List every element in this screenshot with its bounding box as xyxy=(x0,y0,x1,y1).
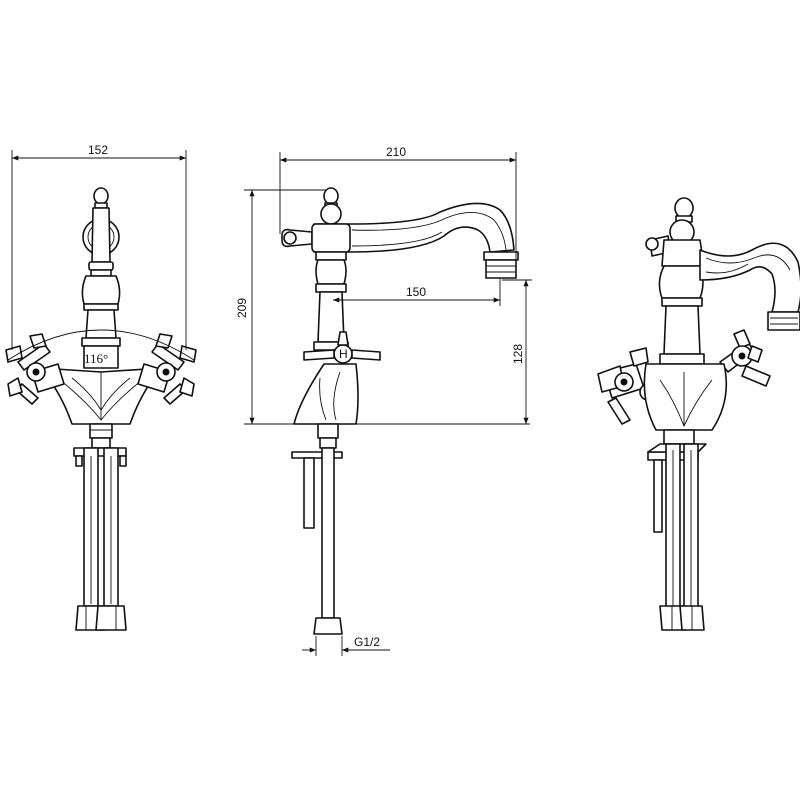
dimension-thread: G1/2 xyxy=(354,635,380,649)
dimension-side-height: 209 xyxy=(235,298,249,318)
dimension-spout-reach: 150 xyxy=(406,285,426,299)
dimension-side-reach: 210 xyxy=(386,145,406,159)
dimension-front-width: 152 xyxy=(88,143,108,157)
svg-text:H: H xyxy=(339,347,348,361)
perspective-view xyxy=(597,197,800,631)
dimension-spout-height: 128 xyxy=(511,344,525,364)
side-view: H 210 209 150 128 xyxy=(235,145,532,656)
handle-angle-label: 116° xyxy=(84,351,108,366)
front-view: 116° 152 xyxy=(5,143,197,631)
